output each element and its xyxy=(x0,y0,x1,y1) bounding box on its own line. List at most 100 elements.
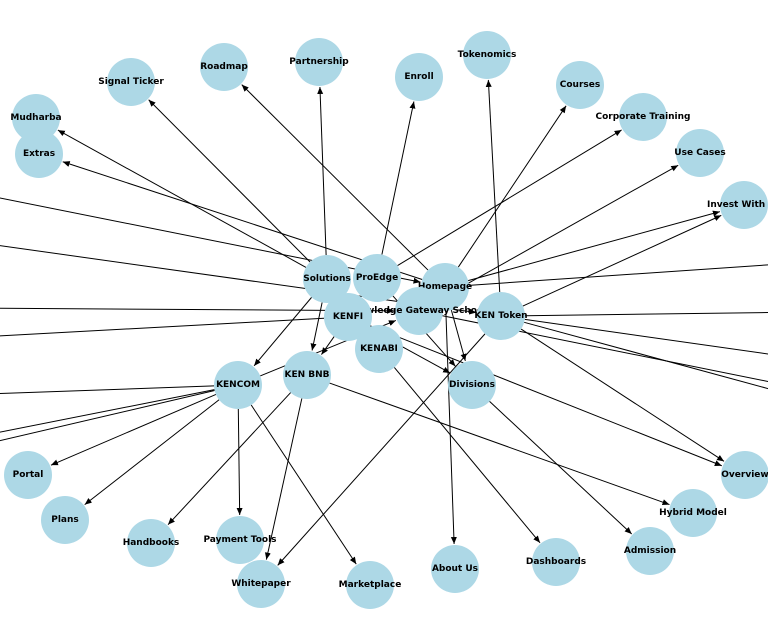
edge-ken-token-to-offscreen-r2 xyxy=(524,312,768,317)
node-label: Mudharba xyxy=(10,113,61,123)
node-kenabi: KENABI xyxy=(355,325,403,373)
node-proedge: ProEdge xyxy=(353,254,401,302)
node-circle xyxy=(395,287,443,335)
edge-solutions-to-partnership xyxy=(317,86,327,256)
edge-ken-bnb-to-handbooks xyxy=(167,392,292,526)
node-admission: Admission xyxy=(624,527,676,575)
edge-homepage-to-courses xyxy=(457,105,567,268)
edge-homepage-to-roadmap xyxy=(241,84,429,271)
edge-kenfi-to-overview xyxy=(370,325,722,467)
edge-kencom-to-payment-tools xyxy=(236,408,243,516)
node-circle xyxy=(324,293,372,341)
node-label: Tokenomics xyxy=(458,50,517,60)
node-label: KENFI xyxy=(333,312,363,322)
edge-ken-token-to-invest-with-us xyxy=(522,214,722,307)
node-roadmap: Roadmap xyxy=(200,43,248,91)
node-circle xyxy=(237,560,285,608)
node-circle xyxy=(283,351,331,399)
node-hybrid-model: Hybrid Model xyxy=(659,489,727,537)
edge-ken-token-to-tokenomics xyxy=(485,79,501,293)
edge-kencom-to-portal xyxy=(50,393,217,466)
node-solutions: Solutions xyxy=(303,255,351,303)
edge-homepage-to-offscreen-r1 xyxy=(468,264,768,286)
node-label: ProEdge xyxy=(356,273,398,283)
node-payment-tools: Payment Tools xyxy=(203,516,277,564)
node-corporate-training: Corporate Training xyxy=(596,93,691,141)
edge-kencom-to-plans xyxy=(84,399,220,506)
node-circle xyxy=(431,545,479,593)
node-label: About Us xyxy=(432,564,478,574)
node-knowledge-gateway: Knowledge Gateway Schools xyxy=(346,287,492,335)
node-about-us: About Us xyxy=(431,545,479,593)
edge-ken-token-to-whitepaper xyxy=(277,333,486,566)
node-circle xyxy=(477,292,525,340)
node-kencom: KENCOM xyxy=(214,361,262,409)
edge-ken-bnb-to-whitepaper xyxy=(264,398,303,560)
edge-kenfi-to-offscreen-l4 xyxy=(0,317,325,337)
node-circle xyxy=(41,496,89,544)
edge-kencom-to-offscreen-l7 xyxy=(0,389,215,442)
node-label: Solutions xyxy=(303,274,351,284)
node-invest-with-us: Invest With Us xyxy=(707,181,768,229)
node-circle xyxy=(12,94,60,142)
node-circle xyxy=(303,255,351,303)
node-mudharba: Mudharba xyxy=(10,94,62,142)
node-circle xyxy=(346,561,394,609)
node-circle xyxy=(4,451,52,499)
node-label: Divisions xyxy=(449,380,495,390)
node-label: Extras xyxy=(23,149,55,159)
node-circle xyxy=(214,361,262,409)
node-label: KENABI xyxy=(360,344,398,354)
node-portal: Portal xyxy=(4,451,52,499)
edge-ken-token-to-overview xyxy=(520,328,725,462)
node-label: Use Cases xyxy=(674,148,725,158)
node-label: Dashboards xyxy=(526,557,586,567)
edge-solutions-to-signal-ticker xyxy=(148,99,311,263)
node-circle xyxy=(720,181,768,229)
node-circle xyxy=(626,527,674,575)
edge-kenfi-to-ken-bnb xyxy=(321,336,335,355)
edge-homepage-to-divisions xyxy=(450,310,467,362)
node-circle xyxy=(127,519,175,567)
node-circle xyxy=(556,61,604,109)
node-circle xyxy=(395,53,443,101)
node-handbooks: Handbooks xyxy=(123,519,180,567)
edge-offscreen-l2-to-ken-token xyxy=(0,245,477,315)
edge-kenabi-to-dashboards xyxy=(393,367,541,544)
node-label: Overview xyxy=(721,470,768,480)
node-circle xyxy=(355,325,403,373)
edge-homepage-to-about-us xyxy=(445,310,457,545)
node-label: Admission xyxy=(624,546,676,556)
node-label: Signal Ticker xyxy=(98,77,164,87)
node-circle xyxy=(721,451,768,499)
node-circle xyxy=(463,31,511,79)
node-circle xyxy=(15,130,63,178)
node-ken-token: KEN Token xyxy=(474,292,528,340)
node-enroll: Enroll xyxy=(395,53,443,101)
node-label: Marketplace xyxy=(339,580,402,590)
node-label: KEN Token xyxy=(474,311,527,321)
node-label: Invest With Us xyxy=(707,200,768,210)
edge-divisions-to-admission xyxy=(489,401,633,535)
edge-solutions-to-kencom xyxy=(253,297,312,367)
node-whitepaper: Whitepaper xyxy=(231,560,291,608)
edge-kencom-to-offscreen-l6 xyxy=(0,389,215,433)
node-label: Plans xyxy=(51,515,79,525)
node-label: Roadmap xyxy=(200,62,248,72)
node-courses: Courses xyxy=(556,61,604,109)
node-label: KEN BNB xyxy=(284,370,329,380)
node-kenfi: KENFI xyxy=(324,293,372,341)
node-signal-ticker: Signal Ticker xyxy=(98,58,164,106)
node-tokenomics: Tokenomics xyxy=(458,31,517,79)
edge-kencom-to-offscreen-l5 xyxy=(0,385,215,395)
edge-offscreen-l3-to-knowledge-gateway xyxy=(0,307,395,314)
node-label: Handbooks xyxy=(123,538,180,548)
edge-solutions-to-mudharba xyxy=(57,129,307,268)
node-label: Payment Tools xyxy=(203,535,276,545)
node-label: KENCOM xyxy=(216,380,260,390)
edge-knowledge-gateway-to-use-cases xyxy=(439,164,679,300)
edge-proedge-to-corporate-training xyxy=(397,129,622,267)
node-circle xyxy=(676,129,724,177)
